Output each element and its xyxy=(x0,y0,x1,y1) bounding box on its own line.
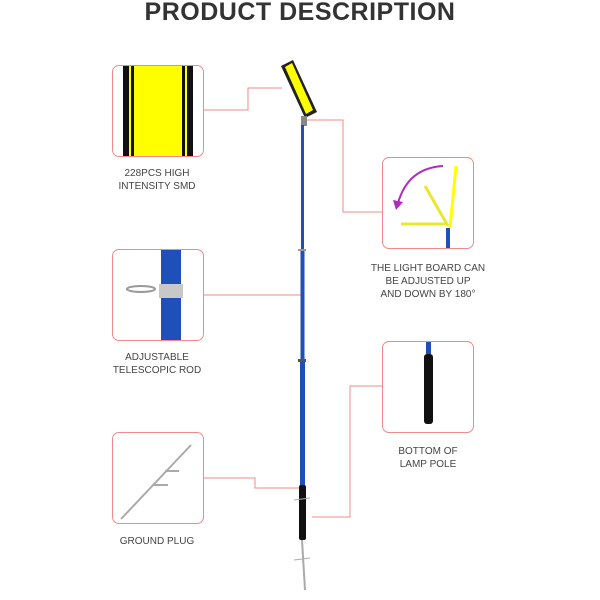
caption-adjustable: THE LIGHT BOARD CAN BE ADJUSTED UP AND D… xyxy=(370,263,486,300)
caption-ground-plug: GROUND PLUG xyxy=(119,536,195,547)
feature-image-adjustable-board xyxy=(382,157,474,249)
caption-rod: ADJUSTABLE TELESCOPIC ROD xyxy=(112,352,202,376)
caption-pole-bottom: BOTTOM OF LAMP POLE xyxy=(398,446,458,470)
telescopic-pole xyxy=(293,125,311,591)
caption-led: 228PCS HIGH INTENSITY SMD xyxy=(118,168,196,192)
page-title: PRODUCT DESCRIPTION xyxy=(144,0,456,26)
feature-image-telescopic-rod xyxy=(112,249,204,341)
feature-image-led-board xyxy=(112,65,204,157)
lamp-head xyxy=(281,60,317,126)
feature-image-pole-bottom xyxy=(382,341,474,433)
feature-image-ground-plug xyxy=(112,432,204,524)
connector-lines xyxy=(203,87,382,518)
